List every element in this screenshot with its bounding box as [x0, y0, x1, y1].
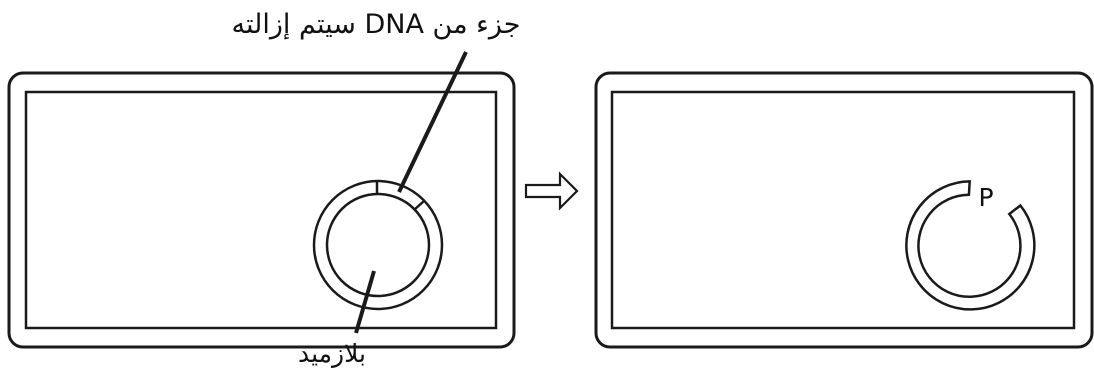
opened-plasmid-band	[905, 180, 1036, 311]
segment-boundary-mark-right	[413, 200, 425, 211]
cell-after-outer-wall	[594, 71, 1094, 349]
dna-segment-pointer	[397, 51, 468, 193]
plasmid-pointer	[354, 270, 376, 334]
cell-before-outer-wall	[7, 71, 516, 349]
cell-after-inner-membrane	[610, 90, 1076, 330]
cell-before	[7, 51, 516, 349]
cell-before-inner-membrane	[24, 90, 498, 330]
dna-segment-label: جزء من DNA سيتم إزالته	[232, 9, 521, 40]
plasmid-outer-ring	[312, 179, 444, 311]
plasmid	[312, 179, 444, 311]
opened-plasmid	[905, 180, 1036, 311]
right-arrow-icon	[524, 171, 579, 211]
plasmid-label: بلازميد	[298, 339, 366, 368]
p-marker-label: P	[978, 183, 993, 212]
cell-after: P	[594, 71, 1094, 349]
